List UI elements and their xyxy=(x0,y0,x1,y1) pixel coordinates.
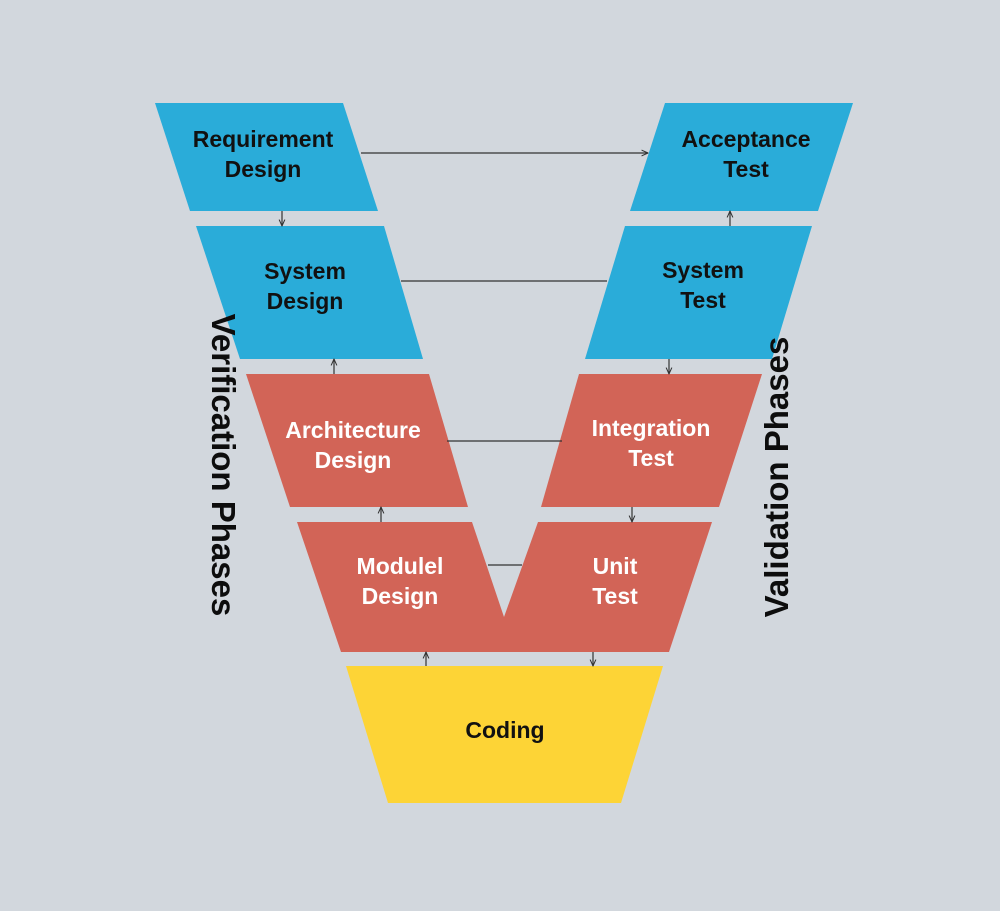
coding-label: Coding xyxy=(465,717,545,743)
unit-test-label: Unit Test xyxy=(592,553,638,609)
system-test-label: System Test xyxy=(662,257,744,313)
coding-shape xyxy=(346,666,663,803)
requirement-design-shape xyxy=(155,103,378,211)
validation-phases-label: Validation Phases xyxy=(758,336,795,618)
module-unit-shape xyxy=(297,522,712,652)
acceptance-test-shape xyxy=(630,103,853,211)
system-test-shape xyxy=(585,226,812,359)
requirement-design-label: Requirement Design xyxy=(192,126,334,182)
architecture-design-shape xyxy=(246,374,468,507)
integration-test-shape xyxy=(541,374,762,507)
architecture-design-label: Architecture Design xyxy=(285,417,421,473)
acceptance-test-label: Acceptance Test xyxy=(681,126,811,182)
verification-phases-label: Verification Phases xyxy=(205,313,242,617)
module-design-label: Modulel Design xyxy=(356,553,444,609)
system-design-shape xyxy=(196,226,423,359)
integration-test-label: Integration Test xyxy=(591,415,711,471)
system-design-label: System Design xyxy=(264,258,346,314)
